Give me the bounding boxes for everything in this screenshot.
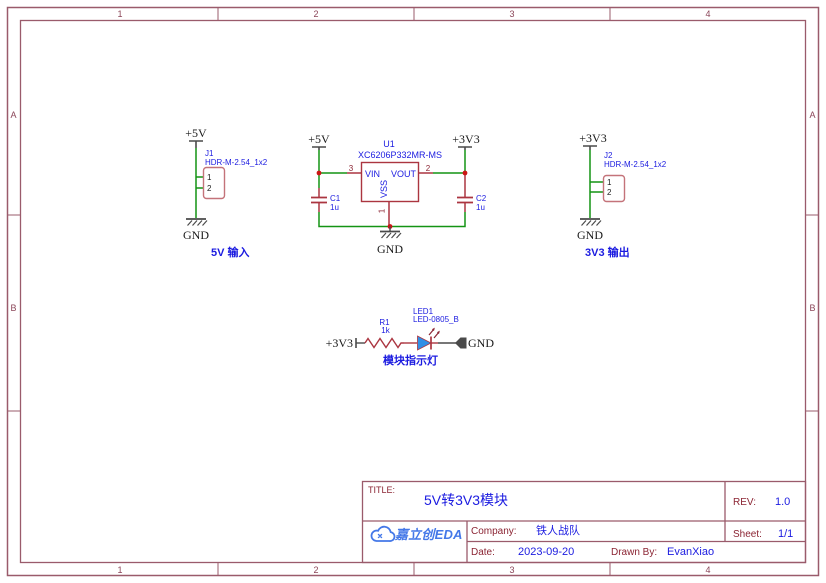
company-value: 铁人战队 — [536, 524, 580, 537]
c2-capacitor-symbol[interactable] — [457, 175, 473, 212]
j2-connector-symbol[interactable] — [602, 174, 626, 203]
r1-value: 1k — [381, 326, 390, 335]
power-flag-3v3-j2[interactable] — [583, 145, 597, 150]
border-col-4-top: 4 — [705, 9, 711, 19]
caption-3v3-output: 3V3 输出 — [585, 247, 630, 259]
border-col-4-bottom: 4 — [705, 565, 711, 575]
wire-j2[interactable] — [589, 150, 603, 218]
r1-ref: R1 — [379, 317, 390, 327]
c2-ref: C2 — [476, 194, 487, 203]
border-col-2-bottom: 2 — [313, 565, 319, 575]
c1-capacitor-symbol[interactable] — [311, 188, 327, 212]
u1-regulator-symbol[interactable] — [347, 161, 433, 227]
date-value: 2023-09-20 — [518, 545, 575, 558]
border-row-a-right: A — [809, 110, 816, 120]
u1-pin2-number: 2 — [425, 164, 431, 173]
c2-value: 1u — [476, 203, 485, 212]
net-label-3v3-j2: +3V3 — [579, 131, 607, 145]
border-row-b-right: B — [809, 303, 816, 313]
led-emission-arrows — [428, 327, 440, 339]
sheet-frame — [6, 6, 820, 577]
sheet-title: 5V转3V3模块 — [424, 492, 509, 508]
u1-part: XC6206P332MR-MS — [357, 150, 443, 160]
border-col-3-bottom: 3 — [509, 565, 515, 575]
j2-pin1-number: 1 — [607, 177, 612, 187]
u1-pin3-number: 3 — [348, 164, 354, 173]
wire-j1[interactable] — [195, 148, 203, 218]
u1-pin-vout-name: VOUT — [390, 168, 416, 179]
junction-dots — [316, 170, 468, 229]
net-label-5v-u1: +5V — [308, 132, 330, 146]
j1-part: HDR-M-2.54_1x2 — [205, 158, 268, 167]
j2-ref: J2 — [604, 151, 613, 160]
border-col-1-bottom: 1 — [117, 565, 123, 575]
gnd-label-u1: GND — [377, 242, 403, 256]
title-label: TITLE: — [368, 485, 396, 495]
u1-pin-vss-name: VSS — [378, 179, 389, 199]
power-flag-5v-u1[interactable] — [312, 146, 326, 150]
date-label: Date: — [471, 546, 495, 558]
j1-pin1-number: 1 — [207, 172, 212, 182]
gnd-symbol-u1[interactable] — [380, 226, 402, 239]
caption-indicator: 模块指示灯 — [383, 355, 438, 367]
border-row-b-left: B — [10, 303, 17, 313]
netflag-3v3-led[interactable] — [355, 338, 365, 348]
u1-pin1-number: 1 — [377, 208, 387, 214]
border-col-3-top: 3 — [509, 9, 515, 19]
rev-label: REV: — [733, 497, 756, 508]
c1-ref: C1 — [330, 194, 341, 203]
border-col-1-top: 1 — [117, 9, 123, 19]
netflag-gnd-led[interactable] — [438, 337, 467, 349]
u1-ref: U1 — [383, 139, 395, 149]
j1-connector-symbol[interactable] — [202, 166, 226, 200]
u1-pin-vin-name: VIN — [365, 168, 381, 179]
j2-part: HDR-M-2.54_1x2 — [604, 160, 667, 169]
border-col-2-top: 2 — [313, 9, 319, 19]
led1-ref: LED1 — [413, 306, 434, 316]
c1-value: 1u — [330, 203, 339, 212]
drawn-by-label: Drawn By: — [611, 547, 658, 558]
gnd-symbol-j2[interactable] — [580, 218, 602, 226]
rev-value: 1.0 — [775, 496, 791, 508]
caption-5v-input: 5V 输入 — [211, 247, 250, 259]
drawn-by-value: EvanXiao — [667, 546, 715, 558]
led1-symbol[interactable] — [417, 327, 440, 351]
wires-regulator[interactable] — [318, 150, 466, 228]
power-flag-5v-j1[interactable] — [189, 140, 203, 148]
gnd-symbol-j1[interactable] — [186, 218, 208, 226]
power-flag-3v3-u1[interactable] — [458, 146, 472, 150]
company-label: Company: — [471, 526, 517, 537]
jlceda-logo-text: 嘉立创EDA — [395, 527, 463, 542]
gnd-label-j2: GND — [577, 228, 603, 242]
net-label-3v3-led: +3V3 — [325, 335, 353, 350]
gnd-label-j1: GND — [183, 228, 209, 242]
jlceda-logo-icon — [370, 525, 396, 542]
border-row-a-left: A — [10, 110, 17, 120]
j1-ref: J1 — [205, 149, 214, 158]
sheet-label: Sheet: — [733, 528, 762, 540]
r1-resistor-symbol[interactable] — [364, 337, 417, 349]
led1-part: LED-0805_B — [413, 315, 459, 324]
j1-pin2-number: 2 — [207, 183, 212, 193]
title-block-lines — [361, 480, 807, 564]
net-label-3v3-u1: +3V3 — [452, 132, 480, 146]
net-label-gnd-led: GND — [468, 335, 494, 350]
sheet-value: 1/1 — [778, 527, 794, 540]
net-label-5v-j1: +5V — [185, 126, 207, 140]
j2-pin2-number: 2 — [607, 187, 612, 197]
